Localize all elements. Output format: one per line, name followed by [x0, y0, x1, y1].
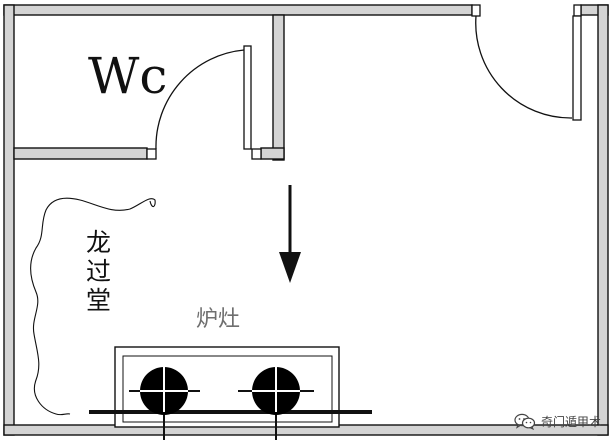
watermark: 奇门遁甲术: [514, 413, 601, 430]
outer-walls: [3, 4, 609, 436]
dragon-passage-char-3: 堂: [86, 286, 111, 315]
wc-wall-right: [272, 14, 285, 161]
wc-wall-bottom-left: [13, 147, 148, 160]
wc-label: Wc: [88, 47, 167, 105]
entrance-door: [471, 4, 582, 121]
wall-top-left: [3, 4, 473, 16]
wall-left: [3, 4, 15, 436]
entrance-door-leaf: [572, 15, 582, 121]
watermark-text: 奇门遁甲术: [540, 415, 601, 429]
wc-door-leaf: [243, 45, 252, 150]
wc-door-swing: [155, 49, 245, 150]
wc-wall-bottom-right: [260, 147, 285, 160]
stove: [89, 346, 372, 440]
dragon-passage-label: 龙 过 堂: [86, 228, 111, 315]
entrance-door-jamb-right: [573, 4, 582, 17]
dragon-passage-char-1: 龙: [86, 228, 111, 257]
stove-burner-right: [238, 367, 314, 415]
wall-right: [597, 4, 609, 436]
down-arrow-icon: [279, 185, 301, 283]
wc-door: [146, 45, 262, 160]
wc-door-jamb-left: [146, 148, 157, 160]
wechat-icon: [514, 413, 536, 430]
entrance-door-swing: [475, 15, 573, 119]
qi-flow-curve: [30, 197, 156, 416]
wc-door-jamb-right: [251, 148, 262, 160]
dragon-passage-char-2: 过: [86, 257, 111, 286]
entrance-door-jamb-left: [471, 4, 481, 17]
stove-label: 炉灶: [196, 307, 240, 332]
stove-burner-left: [129, 367, 200, 415]
wc-walls: [13, 14, 285, 161]
